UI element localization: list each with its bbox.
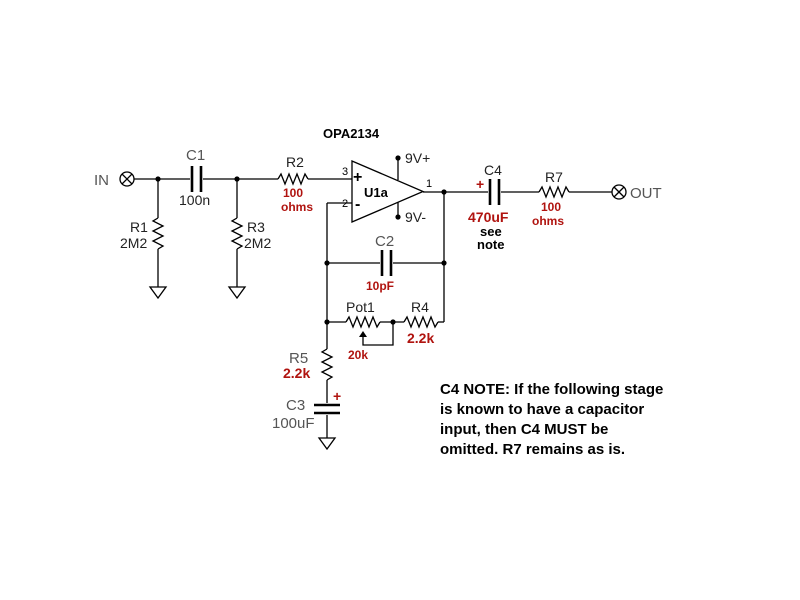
r5-ref: R5 <box>289 350 308 367</box>
ground-c3 <box>317 437 337 451</box>
resistor-r7 <box>538 185 570 199</box>
opamp-pin-1: 1 <box>426 178 432 190</box>
note-line-2: is known to have a capacitor <box>440 401 644 418</box>
note-line-1: C4 NOTE: If the following stage <box>440 381 663 398</box>
opamp-u1a <box>351 160 425 223</box>
pot-wiper-link <box>359 322 394 346</box>
r5-value: 2.2k <box>283 365 310 381</box>
opamp-minus-sign: - <box>355 196 360 213</box>
opamp-pin-2: 2 <box>342 198 348 210</box>
r7-value-line1: 100 <box>541 200 561 214</box>
output-label: OUT <box>630 185 662 202</box>
vpos-node <box>395 155 401 161</box>
resistor-r1 <box>151 217 165 250</box>
capacitor-c4 <box>488 179 501 205</box>
c1-ref: C1 <box>186 147 205 164</box>
r3-value: 2M2 <box>244 235 271 251</box>
c2-value: 10pF <box>366 279 394 293</box>
opamp-ref: U1a <box>364 185 389 200</box>
r4-ref: R4 <box>411 299 429 315</box>
output-terminal <box>611 184 627 200</box>
r2-value-line1: 100 <box>283 186 303 200</box>
note-line-3: input, then C4 MUST be <box>440 421 608 438</box>
r1-value: 2M2 <box>120 235 147 251</box>
pot1-ref: Pot1 <box>346 299 375 315</box>
pot1-value: 20k <box>348 348 368 362</box>
c4-polarity: + <box>476 176 484 192</box>
c4-value: 470uF <box>468 209 509 225</box>
c3-ref: C3 <box>286 397 305 414</box>
input-label: IN <box>94 172 109 189</box>
r7-value-line2: ohms <box>532 214 564 228</box>
opamp-plus-sign: + <box>353 169 362 186</box>
r3-ref: R3 <box>247 219 265 235</box>
capacitor-c2 <box>380 250 393 276</box>
opamp-part-number: OPA2134 <box>323 126 380 141</box>
capacitor-c3 <box>314 403 340 415</box>
vneg-node <box>395 214 401 220</box>
capacitor-c1 <box>190 166 203 192</box>
c2-ref: C2 <box>375 233 394 250</box>
r7-ref: R7 <box>545 169 563 185</box>
resistor-r2 <box>277 172 309 186</box>
r2-ref: R2 <box>286 154 304 170</box>
opamp-pin-3: 3 <box>342 166 348 178</box>
c4-ref: C4 <box>484 162 502 178</box>
ground-r3 <box>227 286 247 300</box>
c4-note-line2: note <box>477 237 504 252</box>
vpos-label: 9V+ <box>405 150 430 166</box>
resistor-r5 <box>320 348 334 381</box>
c1-value: 100n <box>179 192 210 208</box>
c3-polarity: + <box>333 388 341 404</box>
ground-r1 <box>148 286 168 300</box>
resistor-r4 <box>403 315 439 329</box>
r2-value-line2: ohms <box>281 200 313 214</box>
vneg-label: 9V- <box>405 209 426 225</box>
r1-ref: R1 <box>130 219 148 235</box>
input-terminal <box>119 171 135 187</box>
note-line-4: omitted. R7 remains as is. <box>440 441 625 458</box>
potentiometer-pot1 <box>345 315 381 329</box>
resistor-r3 <box>230 217 244 250</box>
c3-value: 100uF <box>272 415 315 432</box>
c4-note-block: C4 NOTE: If the following stage is known… <box>440 381 663 458</box>
r4-value: 2.2k <box>407 330 434 346</box>
c4-note-line1: see <box>480 224 502 239</box>
